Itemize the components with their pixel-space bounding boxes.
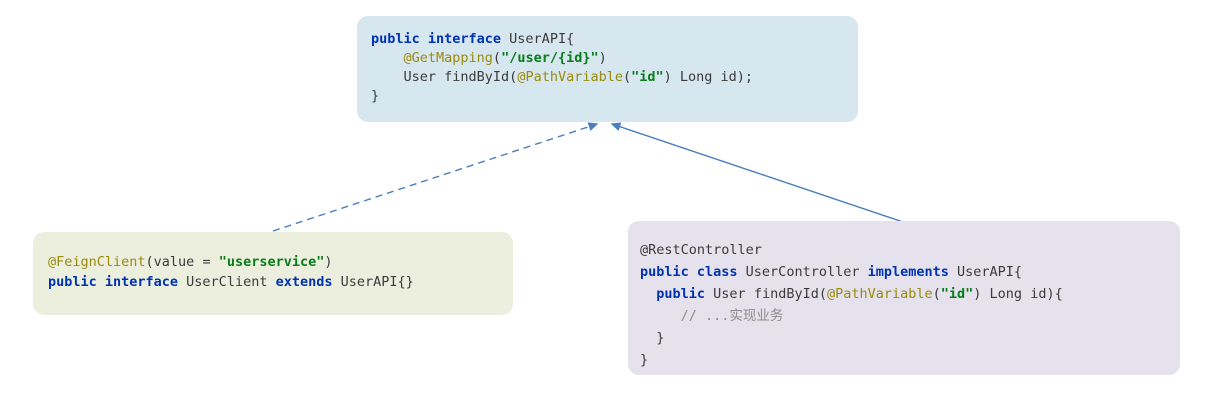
code-token: @PathVariable xyxy=(826,286,933,302)
code-token xyxy=(371,50,404,66)
code-token: ( xyxy=(932,286,941,302)
code-token: @FeignClient xyxy=(48,254,146,270)
code-token: public xyxy=(656,286,706,302)
code-token: public interface xyxy=(48,274,179,290)
userclient-feignclient-code-box: @FeignClient(value = "userservice")publi… xyxy=(33,232,513,315)
code-token: User findById( xyxy=(371,69,518,85)
code-line: } xyxy=(640,349,1180,371)
usercontroller-restcontroller-code-box: @RestController public class UserControll… xyxy=(628,221,1180,375)
code-token: ) Long id){ xyxy=(973,286,1063,302)
code-token: public class xyxy=(640,264,738,280)
code-line: public interface UserAPI{ xyxy=(371,30,858,49)
code-token: @PathVariable xyxy=(517,69,623,85)
code-token: extends xyxy=(275,274,333,290)
code-token: } xyxy=(640,330,665,346)
code-token: public interface xyxy=(371,31,502,47)
code-line: @GetMapping("/user/{id}") xyxy=(371,49,858,68)
code-token: UserAPI{ xyxy=(501,31,575,47)
code-line: } xyxy=(371,87,858,106)
code-token: } xyxy=(640,352,649,368)
code-token xyxy=(640,286,656,302)
code-token: "id" xyxy=(940,286,974,302)
code-token: @GetMapping xyxy=(403,50,493,66)
code-token: ) xyxy=(598,50,607,66)
code-token: "/user/{id}" xyxy=(501,50,599,66)
code-token: ) Long id); xyxy=(663,69,754,85)
implements-arrow xyxy=(610,122,904,223)
code-token: (value = xyxy=(145,254,219,270)
code-token: ( xyxy=(492,50,502,66)
usercontroller-code: @RestController public class UserControll… xyxy=(640,239,1180,371)
code-line: User findById(@PathVariable("id") Long i… xyxy=(371,68,858,87)
code-line: @FeignClient(value = "userservice") xyxy=(48,252,513,272)
code-line: public interface UserClient extends User… xyxy=(48,272,513,292)
code-line: @RestController xyxy=(640,239,1180,261)
code-line: } xyxy=(640,327,1180,349)
userclient-code: @FeignClient(value = "userservice")publi… xyxy=(48,252,513,292)
code-token: ) xyxy=(324,254,333,270)
code-token: "userservice" xyxy=(218,254,325,270)
code-token: } xyxy=(371,88,380,104)
userapi-interface-code-box: public interface UserAPI{ @GetMapping("/… xyxy=(357,16,858,122)
code-token: UserClient xyxy=(178,274,276,290)
code-line: public class UserController implements U… xyxy=(640,261,1180,283)
code-token: ( xyxy=(622,69,632,85)
code-line: public User findById(@PathVariable("id")… xyxy=(640,283,1180,305)
code-token: UserAPI{ xyxy=(948,264,1023,280)
code-token: implements xyxy=(867,264,949,280)
code-token: // ...实现业务 xyxy=(680,308,784,324)
code-line: // ...实现业务 xyxy=(640,305,1180,327)
userapi-code: public interface UserAPI{ @GetMapping("/… xyxy=(371,30,858,106)
extends-arrow xyxy=(272,122,599,232)
code-token: UserController xyxy=(737,264,868,280)
code-token: User findById( xyxy=(705,286,827,302)
code-token: "id" xyxy=(631,69,664,85)
code-token: UserAPI{} xyxy=(332,274,414,290)
code-token xyxy=(640,308,681,324)
code-token: @RestController xyxy=(640,242,762,258)
